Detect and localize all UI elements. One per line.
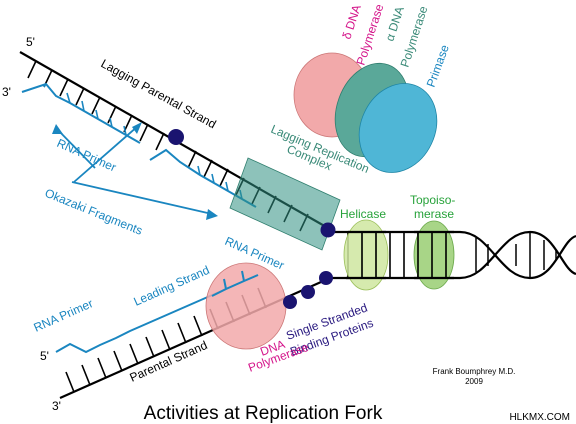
- leading-strand-label: Leading Strand: [132, 263, 212, 309]
- topoisomerase-label-2: merase: [414, 207, 454, 221]
- rna-primer-lower-label: RNA Primer: [32, 296, 96, 335]
- author-label: Frank Boumphrey M.D.: [433, 367, 516, 376]
- five-prime-bottom-label: 5': [40, 349, 49, 363]
- lagging-replication-complex-box: [229, 157, 341, 251]
- primase-label: Primase: [424, 43, 452, 89]
- watermark: HLKMX.COM: [509, 412, 570, 423]
- leading-dna-polymerase: [205, 262, 287, 350]
- helicase-label: Helicase: [340, 207, 386, 221]
- five-prime-top-label: 5': [26, 35, 35, 49]
- lagging-parental-strand-label: Lagging Parental Strand: [99, 56, 219, 131]
- delta-dna-label-1: δ DNA: [340, 3, 364, 41]
- helicase-enzyme: [343, 219, 389, 291]
- page-title: Activities at Replication Fork: [144, 403, 383, 424]
- year-label: 2009: [465, 377, 483, 386]
- okazaki-fragments-label: Okazaki Fragments: [43, 186, 145, 238]
- primase: [358, 83, 438, 173]
- rna-primer-upper-label: RNA Primer: [55, 136, 119, 175]
- topoisomerase-enzyme: [413, 220, 455, 290]
- single-strand-binding-proteins: [168, 129, 336, 309]
- three-prime-bottom-label: 3': [52, 399, 61, 413]
- annotation-arrows: [52, 122, 218, 220]
- three-prime-top-label: 3': [2, 85, 11, 99]
- alpha-dna-label-1: α DNA: [383, 5, 407, 43]
- topoisomerase-label-1: Topoiso-: [410, 193, 455, 207]
